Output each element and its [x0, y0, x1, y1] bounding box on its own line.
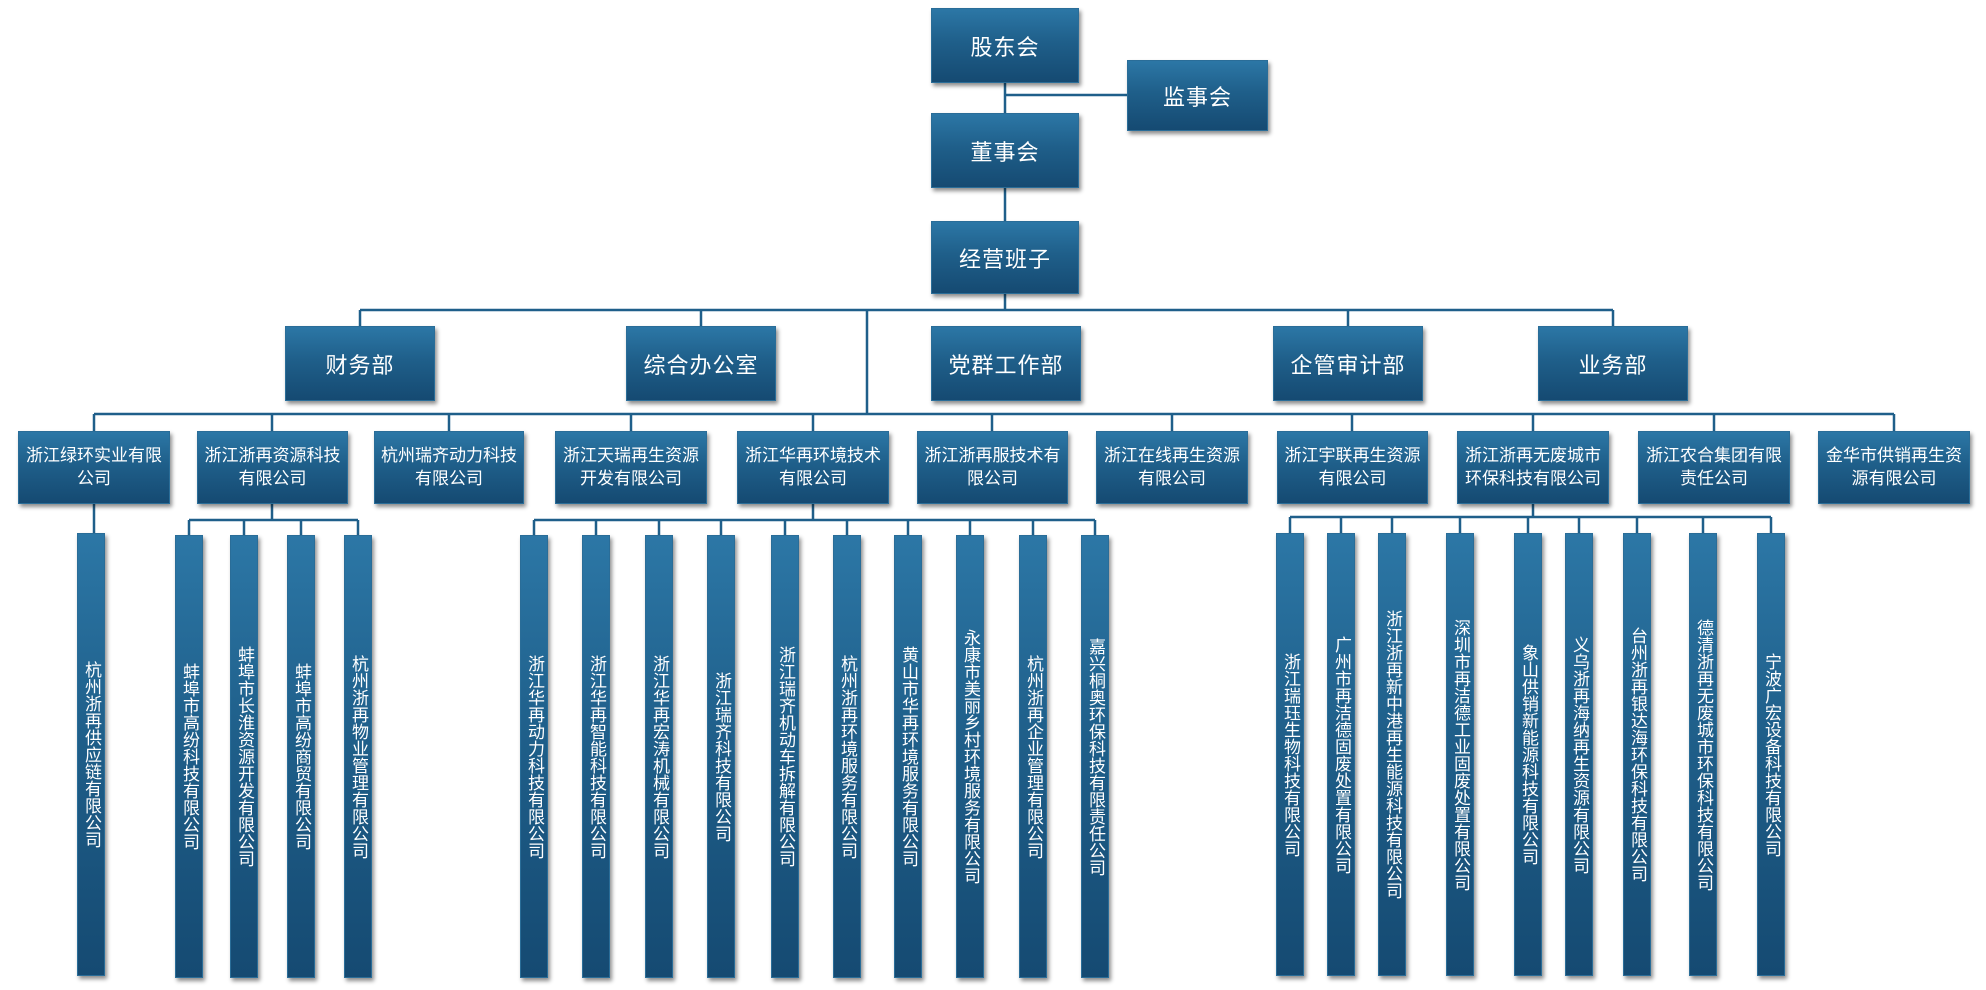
company-10: 金华市供销再生资源有限公司	[1818, 431, 1970, 504]
node-supervisors: 监事会	[1127, 60, 1268, 131]
subsidiary-8-4: 象山供销新能源科技有限公司	[1514, 533, 1542, 976]
subsidiary-8-8: 宁波广宏设备科技有限公司	[1757, 533, 1785, 976]
company-4: 浙江华再环境技术有限公司	[737, 431, 889, 504]
subsidiary-4-8: 杭州浙再企业管理有限公司	[1019, 535, 1047, 978]
company-2: 杭州瑞齐动力科技有限公司	[374, 431, 524, 504]
subsidiary-1-1: 蚌埠市长淮资源开发有限公司	[230, 535, 258, 978]
subsidiary-4-7: 永康市美丽乡村环境服务有限公司	[956, 535, 984, 978]
dept-party-work: 党群工作部	[931, 326, 1081, 401]
subsidiary-4-0: 浙江华再动力科技有限公司	[520, 535, 548, 978]
subsidiary-4-5: 杭州浙再环境服务有限公司	[833, 535, 861, 978]
dept-business: 业务部	[1538, 326, 1688, 401]
subsidiary-1-3: 杭州浙再物业管理有限公司	[344, 535, 372, 978]
subsidiary-8-2: 浙江浙再新中港再生能源科技有限公司	[1378, 533, 1406, 976]
company-5: 浙江浙再服技术有限公司	[917, 431, 1068, 504]
subsidiary-8-6: 台州浙再银达海环保科技有限公司	[1623, 533, 1651, 976]
node-management: 经营班子	[931, 221, 1079, 294]
subsidiary-8-3: 深圳市再洁德工业固废处置有限公司	[1446, 533, 1474, 976]
subsidiary-1-2: 蚌埠市高纷商贸有限公司	[287, 535, 315, 978]
node-shareholders: 股东会	[931, 8, 1079, 83]
subsidiary-4-4: 浙江瑞齐机动车拆解有限公司	[771, 535, 799, 978]
company-9: 浙江农合集团有限责任公司	[1638, 431, 1790, 504]
dept-audit: 企管审计部	[1273, 326, 1423, 401]
dept-general-office: 综合办公室	[626, 326, 776, 401]
subsidiary-4-3: 浙江瑞齐科技有限公司	[707, 535, 735, 978]
subsidiary-8-5: 义乌浙再海纳再生资源有限公司	[1565, 533, 1593, 976]
subsidiary-8-0: 浙江瑞珏生物科技有限公司	[1276, 533, 1304, 976]
subsidiary-4-6: 黄山市华再环境服务有限公司	[894, 535, 922, 978]
subsidiary-8-7: 德清浙再无废城市环保科技有限公司	[1689, 533, 1717, 976]
subsidiary-0-0: 杭州浙再供应链有限公司	[77, 533, 105, 976]
company-7: 浙江宇联再生资源有限公司	[1277, 431, 1428, 504]
company-6: 浙江在线再生资源有限公司	[1096, 431, 1248, 504]
subsidiary-8-1: 广州市再洁德固废处置有限公司	[1327, 533, 1355, 976]
subsidiary-4-2: 浙江华再宏涛机械有限公司	[645, 535, 673, 978]
node-board: 董事会	[931, 113, 1079, 188]
company-3: 浙江天瑞再生资源开发有限公司	[555, 431, 707, 504]
subsidiary-4-1: 浙江华再智能科技有限公司	[582, 535, 610, 978]
company-1: 浙江浙再资源科技有限公司	[197, 431, 348, 504]
dept-finance: 财务部	[285, 326, 435, 401]
subsidiary-4-9: 嘉兴桐奥环保科技有限责任公司	[1081, 535, 1109, 978]
company-0: 浙江绿环实业有限公司	[18, 431, 170, 504]
subsidiary-1-0: 蚌埠市高纷科技有限公司	[175, 535, 203, 978]
company-8: 浙江浙再无废城市环保科技有限公司	[1457, 431, 1609, 504]
